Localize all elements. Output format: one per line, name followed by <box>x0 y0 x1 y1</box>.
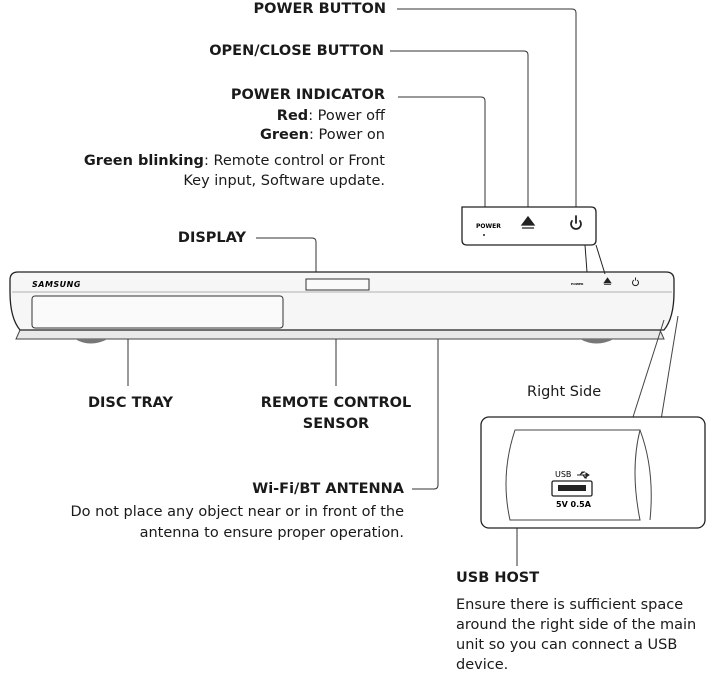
remote-sensor-label-2: SENSOR <box>302 416 370 432</box>
usb-host-note-3: unit so you can connect a USB <box>456 637 678 653</box>
usb-rating: 5V 0.5A <box>556 500 592 509</box>
usb-host-title: USB HOST <box>456 570 540 586</box>
usb-port-label: USB <box>555 470 571 479</box>
power-indicator-title: POWER INDICATOR <box>230 87 385 103</box>
usb-host-note-1: Ensure there is sufficient space <box>456 597 684 613</box>
power-indicator-blink: Green blinking: Remote control or Front <box>83 153 385 169</box>
leader-display <box>256 237 317 279</box>
antenna-title: Wi-Fi/BT ANTENNA <box>252 481 404 497</box>
antenna-note: Do not place any object near or in front… <box>70 504 405 520</box>
leader-open-close <box>390 50 529 213</box>
usb-icon <box>577 471 590 479</box>
eject-icon <box>520 215 536 229</box>
disc-tray-label: DISC TRAY <box>88 395 173 411</box>
usb-host-note-2: around the right side of the main <box>456 617 697 633</box>
power-indicator-green: Green: Power on <box>259 127 385 143</box>
power-indicator-blink-2: Key input, Software update. <box>183 173 385 189</box>
display-label: DISPLAY <box>177 230 246 246</box>
right-side-inset <box>480 315 706 529</box>
antenna-note-2: antenna to ensure proper operation. <box>139 525 404 541</box>
usb-host-note-4: device. <box>456 657 509 673</box>
power-icon-small <box>632 277 639 287</box>
brand-logo: SAMSUNG <box>32 280 81 289</box>
leader-power-indicator <box>398 96 486 212</box>
main-unit <box>9 271 675 344</box>
zoom-panel <box>461 206 606 275</box>
right-side-label: Right Side <box>527 384 602 400</box>
open-close-button-label: OPEN/CLOSE BUTTON <box>209 43 384 59</box>
panel-power-label-small: POWER <box>571 282 584 286</box>
remote-sensor-label: REMOTE CONTROL <box>260 395 412 411</box>
panel-power-label: POWER <box>476 223 501 230</box>
power-indicator-red: Red: Power off <box>276 108 385 124</box>
leader-power-button <box>397 8 577 213</box>
power-icon <box>570 215 582 230</box>
power-button-label: POWER BUTTON <box>253 1 386 17</box>
